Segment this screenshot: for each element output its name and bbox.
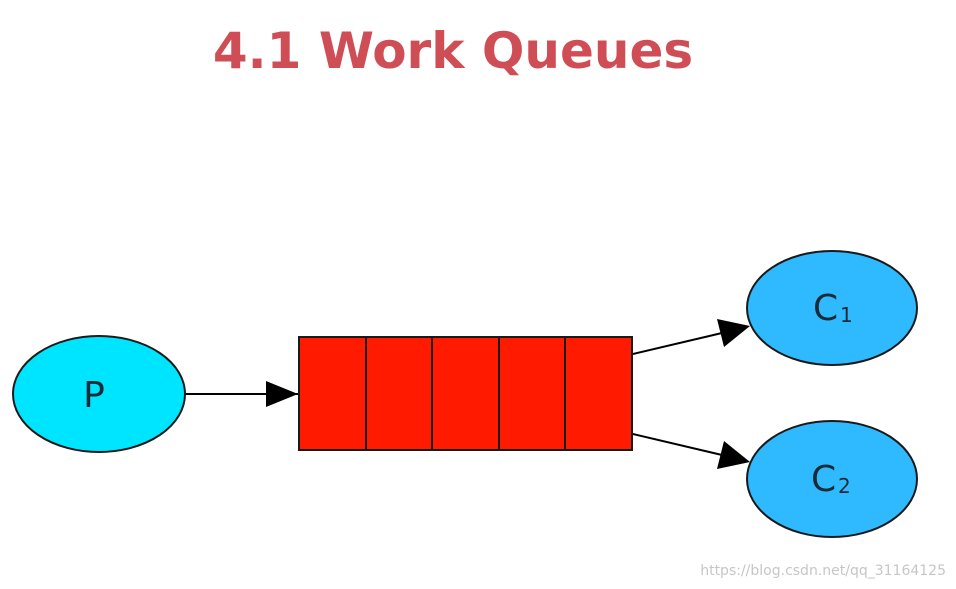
producer-ellipse [12, 335, 186, 453]
queue-body [298, 336, 633, 451]
arrowhead-c2 [717, 441, 750, 469]
arrowhead-queue [266, 381, 298, 407]
consumer-2-label: C [811, 459, 836, 500]
consumer-2-subscript: 2 [838, 474, 851, 498]
edge-queue-to-c1 [632, 332, 723, 355]
queue-node [298, 336, 633, 451]
arrowhead-c1 [717, 319, 750, 347]
consumer-1-ellipse [746, 250, 918, 366]
producer-label: P [83, 375, 105, 416]
producer-node: P [12, 335, 186, 453]
consumer-1-label: C [813, 288, 838, 329]
consumer-1-subscript: 1 [840, 303, 853, 327]
consumer-1-node: C 1 [746, 250, 918, 366]
edge-queue-to-c2 [632, 433, 723, 456]
page-title: 4.1 Work Queues [212, 22, 694, 80]
consumer-2-ellipse [746, 420, 918, 538]
consumer-2-node: C 2 [746, 420, 918, 538]
watermark-text: https://blog.csdn.net/qq_31164125 [700, 563, 946, 579]
